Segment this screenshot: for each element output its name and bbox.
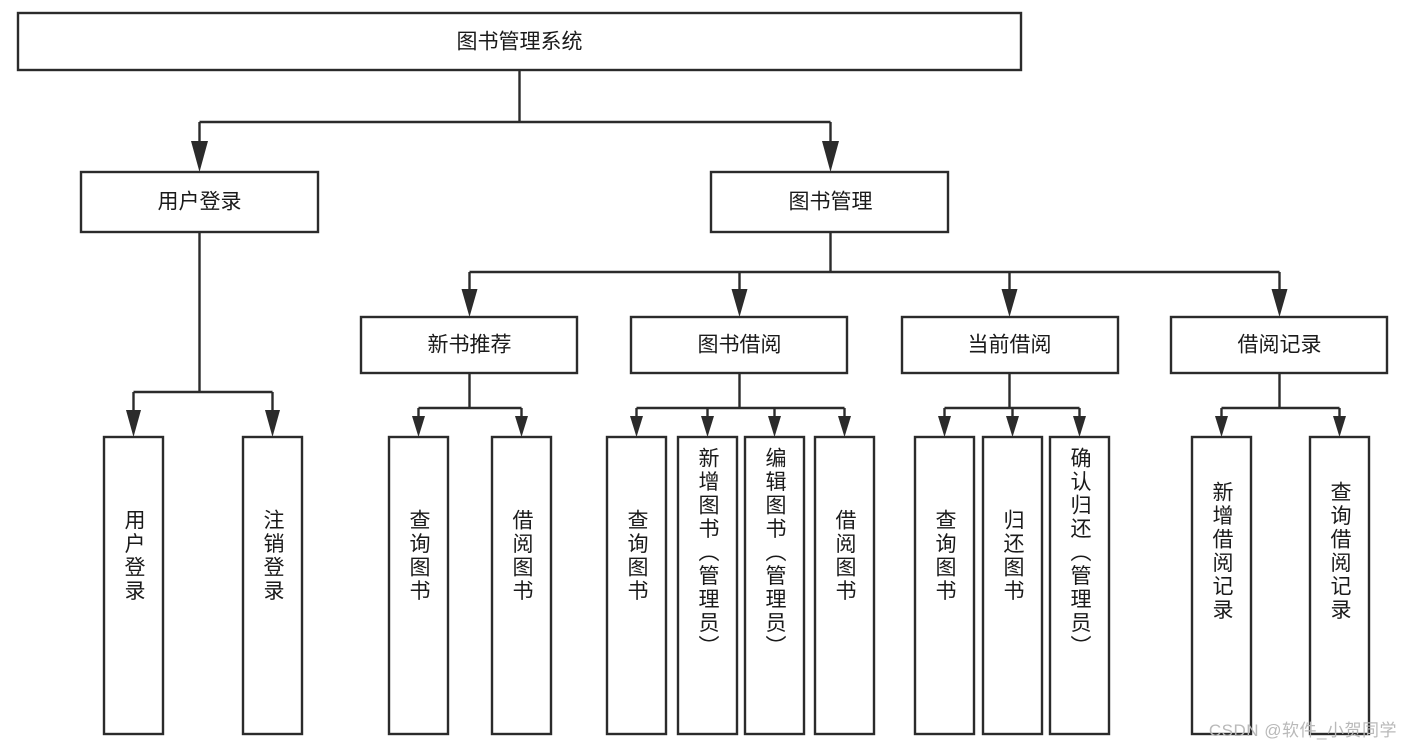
arrow-to-leaf-add-record-icon bbox=[1215, 416, 1228, 437]
node-user-login[interactable]: 用户登录 bbox=[79, 170, 320, 234]
node-borrow-record[interactable]: 借阅记录 bbox=[1169, 315, 1389, 375]
node-leaf-query-book-1-box[interactable] bbox=[387, 435, 450, 736]
node-leaf-add-record-box[interactable] bbox=[1190, 435, 1253, 736]
arrow-to-leaf-add-book-icon bbox=[701, 416, 714, 437]
node-root-box[interactable] bbox=[16, 11, 1023, 72]
node-leaf-query-record-box[interactable] bbox=[1308, 435, 1371, 736]
node-new-book-rec-label: 新书推荐 bbox=[428, 334, 512, 357]
node-leaf-query-book-2-box[interactable] bbox=[605, 435, 668, 736]
csdn-watermark: CSDN @软件_小贺同学 bbox=[1208, 721, 1397, 740]
edge-group-current-borrow-to-leaves bbox=[938, 373, 1086, 437]
node-leaf-borrow-book-1-box[interactable] bbox=[490, 435, 553, 736]
node-current-borrow-label: 当前借阅 bbox=[968, 334, 1052, 357]
arrow-to-leaf-edit-book-icon bbox=[768, 416, 781, 437]
node-leaf-logout-box[interactable] bbox=[241, 435, 304, 736]
node-leaf-confirm-return-box[interactable] bbox=[1048, 435, 1111, 736]
node-new-book-rec-box[interactable] bbox=[359, 315, 579, 375]
edge-group-borrow-record-to-leaves bbox=[1215, 373, 1346, 437]
node-borrow-record-box[interactable] bbox=[1169, 315, 1389, 375]
node-leaf-add-book-box[interactable] bbox=[676, 435, 739, 736]
node-leaf-user-login-box[interactable] bbox=[102, 435, 165, 736]
edge-group-new-book-rec-to-leaves bbox=[412, 373, 528, 437]
node-new-book-rec[interactable]: 新书推荐 bbox=[359, 315, 579, 375]
node-book-manage-label: 图书管理 bbox=[789, 191, 873, 214]
arrow-to-leaf-borrow-book-2-icon bbox=[838, 416, 851, 437]
edge-group-book-borrow-to-leaves bbox=[630, 373, 851, 437]
node-current-borrow-box[interactable] bbox=[900, 315, 1120, 375]
node-borrow-record-label: 借阅记录 bbox=[1238, 334, 1322, 357]
node-root-label: 图书管理系统 bbox=[457, 31, 583, 54]
node-book-borrow[interactable]: 图书借阅 bbox=[629, 315, 849, 375]
arrow-to-leaf-return-book-icon bbox=[1006, 416, 1019, 437]
arrow-to-leaf-query-book-2-icon bbox=[630, 416, 643, 437]
edge-group-root-to-level2 bbox=[191, 70, 839, 172]
arrow-to-current-borrow-icon bbox=[1001, 289, 1018, 317]
edge-group-book-manage-to-level3 bbox=[461, 232, 1288, 317]
node-leaf-edit-book-box[interactable] bbox=[743, 435, 806, 736]
arrow-to-borrow-record-icon bbox=[1271, 289, 1288, 317]
arrow-to-leaf-user-login-icon bbox=[126, 410, 141, 437]
node-book-borrow-box[interactable] bbox=[629, 315, 849, 375]
node-root[interactable]: 图书管理系统 bbox=[16, 11, 1023, 72]
node-leaf-query-book-3-box[interactable] bbox=[913, 435, 976, 736]
arrow-to-leaf-query-record-icon bbox=[1333, 416, 1346, 437]
node-current-borrow[interactable]: 当前借阅 bbox=[900, 315, 1120, 375]
arrow-to-book-manage-icon bbox=[822, 141, 839, 172]
node-leaf-borrow-book-2-box[interactable] bbox=[813, 435, 876, 736]
arrow-to-user-login-icon bbox=[191, 141, 208, 172]
arrow-to-new-book-rec-icon bbox=[461, 289, 478, 317]
arrow-to-leaf-query-book-1-icon bbox=[412, 416, 425, 437]
edge-group-user-login-to-leaves bbox=[126, 232, 280, 437]
arrow-to-leaf-borrow-book-1-icon bbox=[515, 416, 528, 437]
node-leaf-return-book-box[interactable] bbox=[981, 435, 1044, 736]
arrow-to-leaf-query-book-3-icon bbox=[938, 416, 951, 437]
node-book-manage[interactable]: 图书管理 bbox=[709, 170, 950, 234]
node-user-login-label: 用户登录 bbox=[158, 191, 242, 214]
arrow-to-leaf-logout-icon bbox=[265, 410, 280, 437]
node-user-login-box[interactable] bbox=[79, 170, 320, 234]
arrow-to-book-borrow-icon bbox=[731, 289, 748, 317]
node-book-manage-box[interactable] bbox=[709, 170, 950, 234]
node-book-borrow-label: 图书借阅 bbox=[698, 334, 782, 357]
arrow-to-leaf-confirm-return-icon bbox=[1073, 416, 1086, 437]
